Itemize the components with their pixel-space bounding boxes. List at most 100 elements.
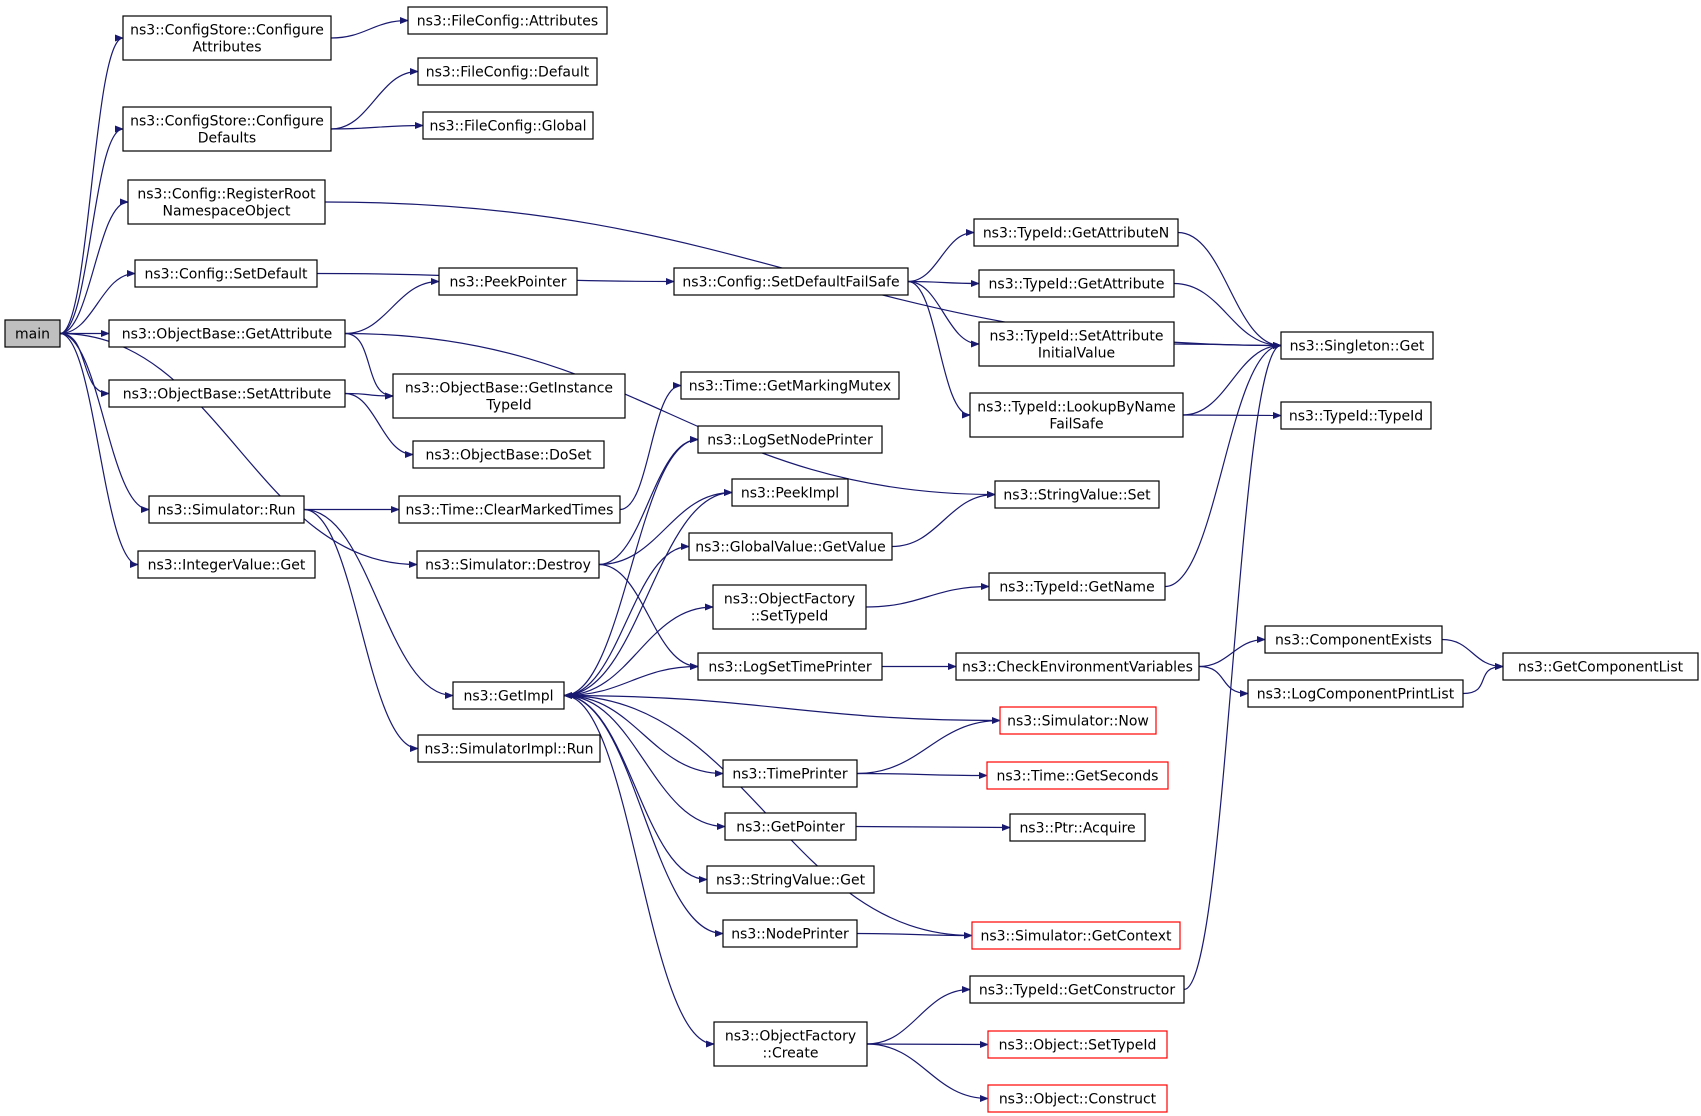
node-box <box>978 321 1175 367</box>
node-obj_settypeid[interactable]: ns3::Object::SetTypeId <box>987 1030 1168 1059</box>
edge-tid_getattr-to-singleton_get <box>1173 282 1282 350</box>
edge-cfg_setdefaultfs-to-tid_lookup <box>907 280 971 419</box>
node-label: ns3::FileConfig::Default <box>426 65 590 81</box>
node-fc_attr[interactable]: ns3::FileConfig::Attributes <box>407 6 608 35</box>
node-label: ns3::Simulator::Now <box>1007 714 1149 730</box>
node-label: ns3::TimePrinter <box>732 767 848 783</box>
node-time_clearmarked[interactable]: ns3::Time::ClearMarkedTimes <box>398 495 621 524</box>
node-checkenv[interactable]: ns3::CheckEnvironmentVariables <box>955 652 1200 681</box>
edge-getimpl-to-of_create <box>563 694 715 1048</box>
node-box <box>986 761 1169 790</box>
node-stringvalue_get[interactable]: ns3::StringValue::Get <box>706 865 875 894</box>
node-getimpl[interactable]: ns3::GetImpl <box>452 681 565 710</box>
node-tid_getattr[interactable]: ns3::TypeId::GetAttribute <box>978 269 1175 298</box>
node-box <box>973 218 1179 247</box>
node-time_getseconds[interactable]: ns3::Time::GetSeconds <box>986 761 1169 790</box>
node-label: ns3::Object::SetTypeId <box>999 1038 1157 1054</box>
node-box <box>1247 679 1464 708</box>
node-obj_construct[interactable]: ns3::Object::Construct <box>987 1084 1168 1113</box>
node-globalvalue_getvalue[interactable]: ns3::GlobalValue::GetValue <box>688 532 893 561</box>
node-fc_default[interactable]: ns3::FileConfig::Default <box>417 57 598 86</box>
node-tid_typeid[interactable]: ns3::TypeId::TypeId <box>1280 401 1432 430</box>
node-label: ns3::GlobalValue::GetValue <box>695 540 885 556</box>
node-label: ::Create <box>763 1046 819 1062</box>
node-getpointer[interactable]: ns3::GetPointer <box>724 812 857 841</box>
node-label: ns3::ObjectBase::SetAttribute <box>123 387 331 403</box>
node-logsettimeprinter[interactable]: ns3::LogSetTimePrinter <box>697 652 883 681</box>
node-sim_getcontext[interactable]: ns3::Simulator::GetContext <box>971 921 1181 950</box>
edge-getimpl-to-getpointer <box>563 694 726 831</box>
node-box <box>987 1084 1168 1113</box>
node-of_settypeid[interactable]: ns3::ObjectFactory::SetTypeId <box>712 584 867 630</box>
edge-sim_destroy-to-peekimpl <box>598 488 733 566</box>
node-box <box>134 259 318 288</box>
node-box <box>673 267 909 296</box>
node-ob_doset[interactable]: ns3::ObjectBase::DoSet <box>412 440 605 469</box>
node-stringvalue_set[interactable]: ns3::StringValue::Set <box>994 480 1160 509</box>
node-getcomponentlist[interactable]: ns3::GetComponentList <box>1502 652 1699 681</box>
node-label: ns3::Simulator::GetContext <box>980 929 1172 945</box>
node-label: ns3::GetPointer <box>736 820 845 836</box>
node-of_create[interactable]: ns3::ObjectFactory::Create <box>713 1021 868 1067</box>
node-cfg_setdefaultfs[interactable]: ns3::Config::SetDefaultFailSafe <box>673 267 909 296</box>
node-cfg_setdefault[interactable]: ns3::Config::SetDefault <box>134 259 318 288</box>
node-label: ns3::ObjectFactory <box>724 592 855 608</box>
edge-getimpl-to-logsetnodeprinter <box>563 435 699 697</box>
node-box <box>1280 401 1432 430</box>
node-label: ns3::TypeId::TypeId <box>1289 409 1423 425</box>
node-box <box>407 6 608 35</box>
edge-getimpl-to-timeprinter <box>563 694 724 778</box>
node-simimpl_run[interactable]: ns3::SimulatorImpl::Run <box>417 734 601 763</box>
edge-main-to-cs_cfg_def <box>59 125 124 335</box>
node-box <box>680 371 900 400</box>
node-label: ns3::TypeId::SetAttribute <box>990 329 1164 345</box>
node-box <box>955 652 1200 681</box>
node-main[interactable]: main <box>4 319 61 348</box>
node-box <box>722 919 858 948</box>
node-componentexists[interactable]: ns3::ComponentExists <box>1264 625 1443 654</box>
node-box <box>1502 652 1699 681</box>
node-nodeprinter[interactable]: ns3::NodePrinter <box>722 919 858 948</box>
edge-getimpl-to-logsettimeprinter <box>563 662 699 697</box>
node-label: ns3::IntegerValue::Get <box>148 558 306 574</box>
node-label: ns3::LogSetTimePrinter <box>708 660 872 676</box>
edge-of_settypeid-to-tid_getname <box>865 582 990 608</box>
edge-checkenv-to-componentexists <box>1198 635 1266 668</box>
node-ob_getattr[interactable]: ns3::ObjectBase::GetAttribute <box>108 319 346 348</box>
node-peekimpl[interactable]: ns3::PeekImpl <box>731 478 849 507</box>
edge-cs_cfg_def-to-fc_global <box>330 121 424 130</box>
node-fc_global[interactable]: ns3::FileConfig::Global <box>422 111 594 140</box>
node-box <box>697 425 883 454</box>
node-tid_getattrn[interactable]: ns3::TypeId::GetAttributeN <box>973 218 1179 247</box>
node-ob_setattr[interactable]: ns3::ObjectBase::SetAttribute <box>108 379 346 408</box>
edge-main-to-cfg_regroot <box>59 198 129 335</box>
node-intvalue_get[interactable]: ns3::IntegerValue::Get <box>137 550 316 579</box>
node-tid_getname[interactable]: ns3::TypeId::GetName <box>988 572 1166 601</box>
node-logcomponentprintlist[interactable]: ns3::LogComponentPrintList <box>1247 679 1464 708</box>
node-singleton_get[interactable]: ns3::Singleton::Get <box>1280 331 1434 360</box>
node-box <box>731 478 849 507</box>
node-sim_run[interactable]: ns3::Simulator::Run <box>148 495 305 524</box>
node-sim_now[interactable]: ns3::Simulator::Now <box>999 706 1157 735</box>
node-label: ::SetTypeId <box>751 609 829 625</box>
node-sim_destroy[interactable]: ns3::Simulator::Destroy <box>416 550 600 579</box>
node-label: ns3::StringValue::Get <box>716 873 866 889</box>
edge-getpointer-to-ptr_acquire <box>855 823 1011 832</box>
edge-getimpl-to-peekimpl <box>563 488 733 697</box>
node-box <box>148 495 305 524</box>
edge-getimpl-to-stringvalue_get <box>563 694 708 884</box>
node-logsetnodeprinter[interactable]: ns3::LogSetNodePrinter <box>697 425 883 454</box>
edge-tid_lookup-to-singleton_get <box>1182 341 1282 416</box>
node-tid_getconstructor[interactable]: ns3::TypeId::GetConstructor <box>969 975 1185 1004</box>
node-peekpointer[interactable]: ns3::PeekPointer <box>438 267 578 296</box>
node-box <box>978 269 1175 298</box>
node-timeprinter[interactable]: ns3::TimePrinter <box>722 759 858 788</box>
node-time_getmarking[interactable]: ns3::Time::GetMarkingMutex <box>680 371 900 400</box>
node-ptr_acquire[interactable]: ns3::Ptr::Acquire <box>1009 813 1146 842</box>
